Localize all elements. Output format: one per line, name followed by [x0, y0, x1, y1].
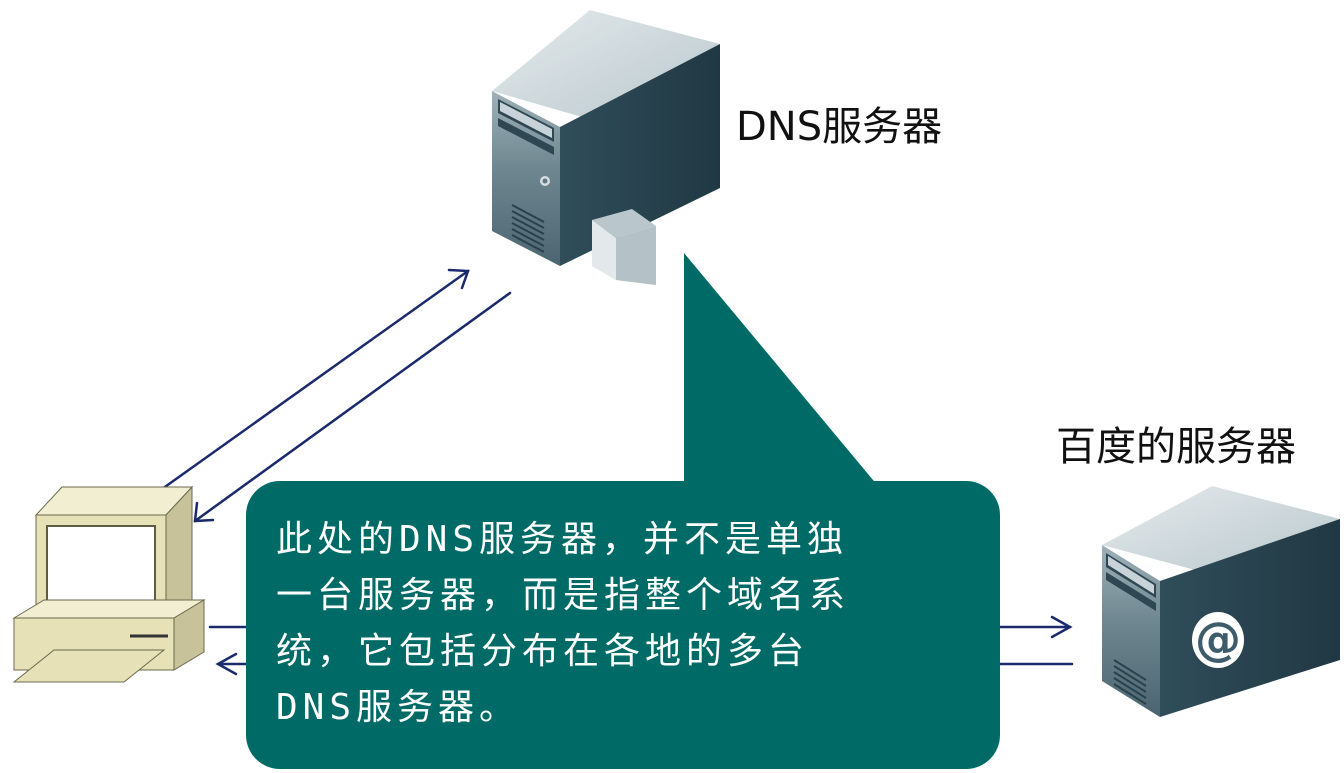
callout-box: [246, 481, 1000, 769]
callout-line: 统，它包括分布在各地的多台: [276, 631, 810, 672]
callout-line: DNS服务器。: [276, 687, 521, 728]
at-sign-icon: @: [1192, 612, 1244, 668]
query-arrow-to-dns: [153, 268, 470, 496]
folder-icon: [592, 209, 656, 285]
dns-arrows: [153, 268, 512, 523]
callout-text: 此处的DNS服务器，并不是单独一台服务器，而是指整个域名系统，它包括分布在各地的…: [276, 512, 986, 736]
callout-line: 此处的DNS服务器，并不是单独: [276, 519, 849, 560]
baidu-server-label: 百度的服务器: [1056, 424, 1296, 470]
at-sign-glyph: @: [1195, 612, 1241, 666]
desktop-computer-icon: [12, 485, 206, 683]
callout-line: 一台服务器，而是指整个域名系: [276, 575, 851, 616]
mail-server-icon: @: [1102, 486, 1340, 717]
tower-server-icon: [492, 10, 720, 285]
dns-server-label: DNS服务器: [736, 104, 943, 150]
response-arrow-from-dns: [193, 291, 512, 523]
callout-pointer: [684, 253, 878, 486]
callout-bubble: [246, 253, 1000, 769]
